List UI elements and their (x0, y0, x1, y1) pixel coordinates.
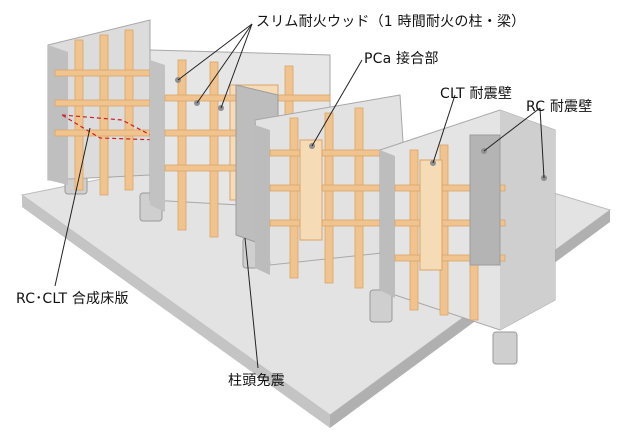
label-rc-clt-composite-slab: RC･CLT 合成床版 (16, 291, 129, 307)
building-block-1 (47, 19, 166, 196)
label-rc-seismic-wall: RC 耐震壁 (526, 99, 593, 115)
building-block-4 (379, 109, 556, 331)
foundation-slab-front (22, 195, 330, 428)
label-slim-fire-resistant-wood: スリム耐火ウッド（1 時間耐火の柱・梁） (256, 14, 526, 30)
label-clt-seismic-wall: CLT 耐震壁 (440, 86, 513, 102)
label-pca-joint: PCa 接合部 (364, 51, 439, 67)
rc-clt-slab-outline (61, 114, 161, 141)
label-column-head-isolation: 柱頭免震 (228, 373, 285, 389)
leader-lines (54, 23, 545, 369)
building-block-3 (254, 94, 411, 289)
